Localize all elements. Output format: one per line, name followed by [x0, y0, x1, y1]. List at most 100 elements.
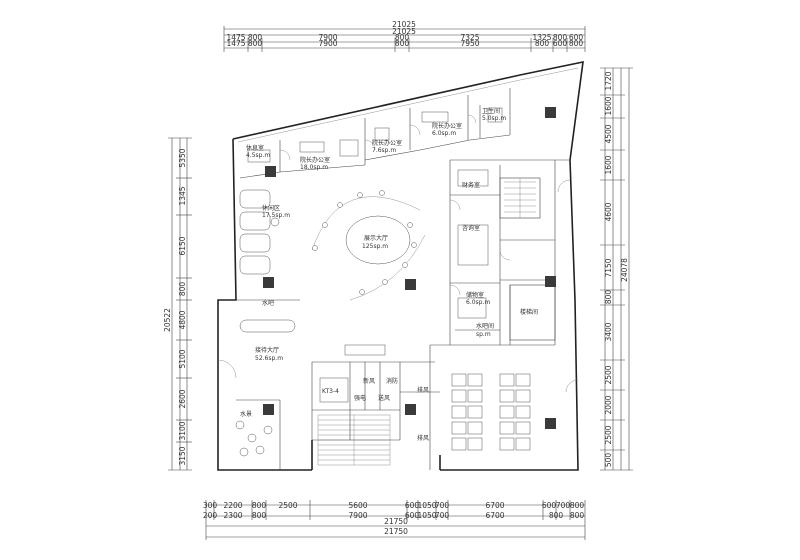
- room-rest-name: 休息室: [246, 144, 264, 152]
- room-water-bar-room-area: sp.m: [476, 331, 491, 338]
- desk: [451, 373, 467, 387]
- dimension-label: 7150: [604, 258, 613, 277]
- room-lounge-name: 休闲区: [262, 204, 280, 212]
- dimension-label: 1050: [417, 511, 436, 520]
- room-reception-area: 52.6sp.m: [255, 355, 283, 362]
- room-water-scene-name: 水景: [240, 410, 252, 418]
- desk: [499, 389, 515, 403]
- dimension-label: 4800: [178, 310, 187, 329]
- left-dimensions: 20522 5350134561508004800510026003100315…: [163, 137, 192, 471]
- dimension-label: 800: [569, 39, 584, 48]
- dimension-label: 1475: [226, 39, 245, 48]
- desk: [467, 389, 483, 403]
- room-fresh-air-name: 新风: [363, 377, 375, 385]
- room-dean-office-2-name: 院长办公室: [372, 139, 402, 147]
- dimension-label: 1050: [417, 501, 436, 510]
- structural-columns: [263, 107, 556, 429]
- dimension-label: 700: [556, 501, 571, 510]
- desk: [515, 373, 531, 387]
- dimension-label: 1600: [604, 155, 613, 174]
- dimension-label: 7900: [318, 39, 337, 48]
- dimension-label: 700: [435, 511, 450, 520]
- dimension-label: 700: [435, 501, 450, 510]
- dimension-label: 7900: [348, 511, 367, 520]
- room-dean-office-1-name: 院长办公室: [300, 156, 330, 164]
- desk: [515, 389, 531, 403]
- dimension-label: 500: [604, 453, 613, 468]
- desk: [467, 437, 483, 451]
- room-water-bar-room-name: 水吧间: [476, 322, 494, 330]
- desk: [451, 389, 467, 403]
- room-dean-office-3-name: 院长办公室: [432, 122, 462, 130]
- dimension-label: 1475: [226, 33, 245, 42]
- dimension-label: 7900: [318, 33, 337, 42]
- room-reception-name: 接待大厅: [255, 346, 279, 354]
- dimension-label: 3400: [604, 322, 613, 341]
- dimension-label: 4600: [604, 202, 613, 221]
- dimension-label: 800: [570, 511, 585, 520]
- room-dean-office-3-area: 6.0sp.m: [432, 130, 456, 137]
- room-fire-name: 消防: [386, 377, 398, 385]
- room-exhibition-area: 125sp.m: [362, 243, 388, 250]
- dimension-label: 2500: [604, 365, 613, 384]
- room-storage-area: 6.0sp.m: [466, 299, 490, 306]
- dimension-label: 600: [553, 39, 568, 48]
- desk: [451, 405, 467, 419]
- dimension-label: 800: [395, 33, 410, 42]
- equipment-label: KT3-4: [322, 388, 339, 395]
- desk: [451, 437, 467, 451]
- desk: [499, 421, 515, 435]
- dimension-label: 800: [248, 39, 263, 48]
- desk-grid: [451, 373, 531, 451]
- bottom-total-1: 21750: [384, 517, 408, 526]
- dimension-label: 7325: [460, 33, 479, 42]
- room-power-name: 强电: [354, 394, 366, 402]
- left-total: 20522: [163, 308, 172, 332]
- dimension-label: 200: [203, 511, 218, 520]
- dimension-label: 1600: [604, 96, 613, 115]
- room-storage-name: 储物室: [466, 291, 484, 299]
- dimension-label: 2000: [604, 395, 613, 414]
- dimension-label: 600: [405, 501, 420, 510]
- desk: [515, 421, 531, 435]
- desk: [467, 421, 483, 435]
- dimension-label: 5100: [178, 349, 187, 368]
- dimension-label: 1345: [178, 186, 187, 205]
- desk: [515, 405, 531, 419]
- dimension-label: 1720: [604, 71, 613, 90]
- dimension-label: 600: [542, 501, 557, 510]
- room-dean-office-2-area: 7.6sp.m: [372, 147, 396, 154]
- dimension-label: 800: [553, 33, 568, 42]
- dimension-label: 800: [570, 501, 585, 510]
- dimension-label: 6150: [178, 236, 187, 255]
- right-total: 24078: [620, 258, 629, 282]
- room-lounge-area: 17.5sp.m: [262, 212, 290, 219]
- dimension-label: 2300: [223, 511, 242, 520]
- furniture: [235, 107, 531, 457]
- room-consult-name: 咨询室: [462, 224, 480, 232]
- desk: [499, 373, 515, 387]
- dimension-label: 2500: [278, 501, 297, 510]
- dimension-label: 800: [549, 511, 564, 520]
- desk: [499, 437, 515, 451]
- dimension-label: 800: [252, 511, 267, 520]
- dimension-label: 600: [405, 511, 420, 520]
- room-toilet-area: 5.0sp.m: [482, 115, 506, 122]
- desk: [499, 405, 515, 419]
- dimension-label: 2200: [223, 501, 242, 510]
- desk: [451, 421, 467, 435]
- room-labels: 休息室 4.5sp.m 院长办公室 18.0sp.m 院长办公室 7.6sp.m…: [240, 107, 538, 442]
- right-segments: 1720160045001600460071508003400250020002…: [604, 71, 613, 467]
- dimension-label: 7950: [460, 39, 479, 48]
- room-rest-area: 4.5sp.m: [246, 152, 270, 159]
- room-dean-office-1-area: 18.0sp.m: [300, 164, 328, 171]
- dimension-label: 300: [203, 501, 218, 510]
- right-dimensions: 24078 1720160045001600460071508003400250…: [600, 67, 633, 471]
- room-exhibition-name: 展示大厅: [364, 234, 388, 242]
